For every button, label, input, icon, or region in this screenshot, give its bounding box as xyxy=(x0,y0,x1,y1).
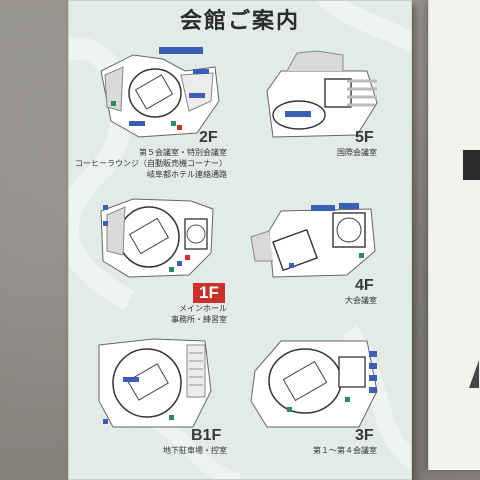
floor-desc-line: 地下駐車場・控室 xyxy=(163,446,227,455)
floor-panel-4f: 4F 大会議室 xyxy=(247,191,387,311)
floor-panel-1f: 1F メインホール 事務所・練習室 xyxy=(93,191,227,326)
floor-label-4f: 4F xyxy=(355,277,374,294)
floor-panel-5f: 5F 国際会議室 xyxy=(247,41,387,171)
floor-desc-line: メインホール xyxy=(179,304,227,313)
floor-plan-3f xyxy=(250,340,378,428)
sign-arrow-shape xyxy=(469,360,479,388)
floor-desc-b1f: 地下駐車場・控室 xyxy=(163,445,227,456)
floor-panel-2f: 2F 第５会議室・特別会議室 コーヒーラウンジ（自動販売機コーナー） 岐阜都ホテ… xyxy=(75,41,227,181)
floor-desc-5f: 国際会議室 xyxy=(337,147,377,158)
floor-desc-4f: 大会議室 xyxy=(345,295,377,306)
floor-label-3f: 3F xyxy=(355,427,374,444)
floor-desc-line: 大会議室 xyxy=(345,296,377,305)
board-decoration xyxy=(69,1,411,479)
floor-label-1f: 1F xyxy=(193,283,225,303)
floor-desc-line: 第５会議室・特別会議室 xyxy=(139,148,227,157)
floor-plan-1f xyxy=(100,198,214,278)
floor-panel-3f: 3F 第１～第４会議室 xyxy=(247,331,387,471)
floor-plan-2f xyxy=(100,47,220,138)
floor-desc-line: 岐阜都ホテル連絡通路 xyxy=(147,170,227,179)
floor-desc-line: 国際会議室 xyxy=(337,148,377,157)
floor-label-2f: 2F xyxy=(199,129,218,146)
floor-desc-2f: 第５会議室・特別会議室 コーヒーラウンジ（自動販売機コーナー） 岐阜都ホテル連絡… xyxy=(75,147,227,180)
floor-label-5f: 5F xyxy=(355,129,374,146)
floor-label-b1f: B1F xyxy=(191,427,222,444)
floor-desc-line: コーヒーラウンジ（自動販売機コーナー） xyxy=(75,159,227,168)
floor-desc-line: 事務所・練習室 xyxy=(171,315,227,324)
floor-desc-3f: 第１～第４会議室 xyxy=(313,445,377,456)
floor-panel-b1f: B1F 地下駐車場・控室 xyxy=(93,331,227,471)
adjacent-sign xyxy=(428,0,480,470)
floor-plan-5f xyxy=(266,50,378,138)
floor-desc-line: 第１～第４会議室 xyxy=(313,446,377,455)
floor-plan-b1f xyxy=(98,338,212,428)
sign-dark-block xyxy=(463,150,480,180)
guide-title: 会館ご案内 xyxy=(179,9,300,34)
floor-guide-board: 会館ご案内 2F 第５会議室・特別会議室 コーヒーラウンジ（自動販売機コーナー）… xyxy=(68,0,412,480)
floor-desc-1f: メインホール 事務所・練習室 xyxy=(171,303,227,325)
floor-plan-4f xyxy=(250,203,376,278)
